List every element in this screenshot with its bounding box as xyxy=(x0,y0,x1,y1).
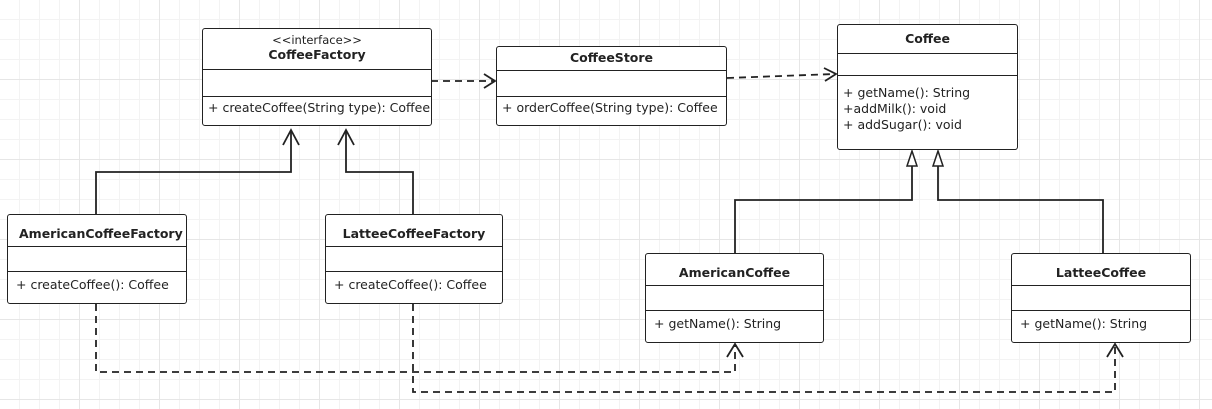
class-name: CoffeeStore xyxy=(569,50,654,65)
operation: + createCoffee(String type): Coffee xyxy=(208,100,431,115)
class-name: LatteeCoffeeFactory xyxy=(342,226,486,241)
dependency-store-to-coffee xyxy=(726,73,836,79)
operation: + getName(): String xyxy=(654,316,782,331)
attributes-section xyxy=(1012,286,1190,311)
class-lattee-coffee-factory[interactable]: LatteeCoffeeFactory + createCoffee(): Co… xyxy=(325,214,503,304)
operations-section: + getName(): String xyxy=(1012,311,1190,332)
arrowhead-open xyxy=(282,128,300,146)
class-name: Coffee xyxy=(905,31,950,46)
attributes-section xyxy=(838,54,1017,76)
arrowhead-open xyxy=(726,342,744,358)
operation: + orderCoffee(String type): Coffee xyxy=(502,100,718,115)
attributes-section xyxy=(326,247,502,272)
realization-lattee-factory xyxy=(345,130,414,214)
operations-section: + getName(): String xyxy=(646,311,823,332)
class-header: AmericanCoffee xyxy=(646,254,823,286)
arrowhead-open xyxy=(337,128,355,146)
attributes-section xyxy=(8,247,186,272)
operations-section: + createCoffee(): Coffee xyxy=(326,272,502,293)
operations-section: + createCoffee(String type): Coffee xyxy=(203,97,431,116)
class-header: AmericanCoffeeFactory xyxy=(8,215,186,247)
class-name: AmericanCoffeeFactory xyxy=(19,226,183,241)
class-header: LatteeCoffee xyxy=(1012,254,1190,286)
arrowhead-hollow-triangle xyxy=(931,148,945,167)
attributes-section xyxy=(203,70,431,97)
realization-american-factory xyxy=(95,130,292,214)
arrowhead-hollow-triangle xyxy=(905,148,919,167)
operation: + createCoffee(): Coffee xyxy=(16,277,169,292)
class-american-coffee-factory[interactable]: AmericanCoffeeFactory + createCoffee(): … xyxy=(7,214,187,304)
class-header: CoffeeStore xyxy=(497,47,726,71)
operation: + getName(): String xyxy=(1020,316,1148,331)
operations-section: + createCoffee(): Coffee xyxy=(8,272,186,293)
arrowhead-open xyxy=(1106,342,1124,358)
class-header: Coffee xyxy=(838,25,1017,54)
attributes-section xyxy=(497,71,726,97)
class-header: LatteeCoffeeFactory xyxy=(326,215,502,247)
inheritance-american-coffee xyxy=(734,166,913,253)
operation: + createCoffee(): Coffee xyxy=(334,277,487,292)
class-name: AmericanCoffee xyxy=(678,265,791,280)
inheritance-lattee-coffee xyxy=(937,166,1104,253)
class-coffee[interactable]: Coffee + getName(): String +addMilk(): v… xyxy=(837,24,1018,150)
attributes-section xyxy=(646,286,823,311)
dependency-lattee-factory-to-coffee xyxy=(412,304,1116,393)
class-american-coffee[interactable]: AmericanCoffee + getName(): String xyxy=(645,253,824,343)
operations-section: + getName(): String +addMilk(): void + a… xyxy=(838,76,1017,133)
operations-section: + orderCoffee(String type): Coffee xyxy=(497,97,726,116)
arrowhead-open xyxy=(823,67,838,82)
class-header: <<interface>> CoffeeFactory xyxy=(203,29,431,70)
class-lattee-coffee[interactable]: LatteeCoffee + getName(): String xyxy=(1011,253,1191,343)
class-name: CoffeeFactory xyxy=(268,47,366,62)
class-coffee-store[interactable]: CoffeeStore + orderCoffee(String type): … xyxy=(496,46,727,126)
stereotype-label: <<interface>> xyxy=(272,33,362,47)
operation: +addMilk(): void xyxy=(843,101,947,116)
operation: + getName(): String xyxy=(843,85,971,100)
operation: + addSugar(): void xyxy=(843,117,962,132)
class-coffee-factory[interactable]: <<interface>> CoffeeFactory + createCoff… xyxy=(202,28,432,126)
class-name: LatteeCoffee xyxy=(1055,265,1147,280)
dependency-american-factory-to-coffee xyxy=(95,304,736,373)
arrowhead-open xyxy=(483,73,497,89)
